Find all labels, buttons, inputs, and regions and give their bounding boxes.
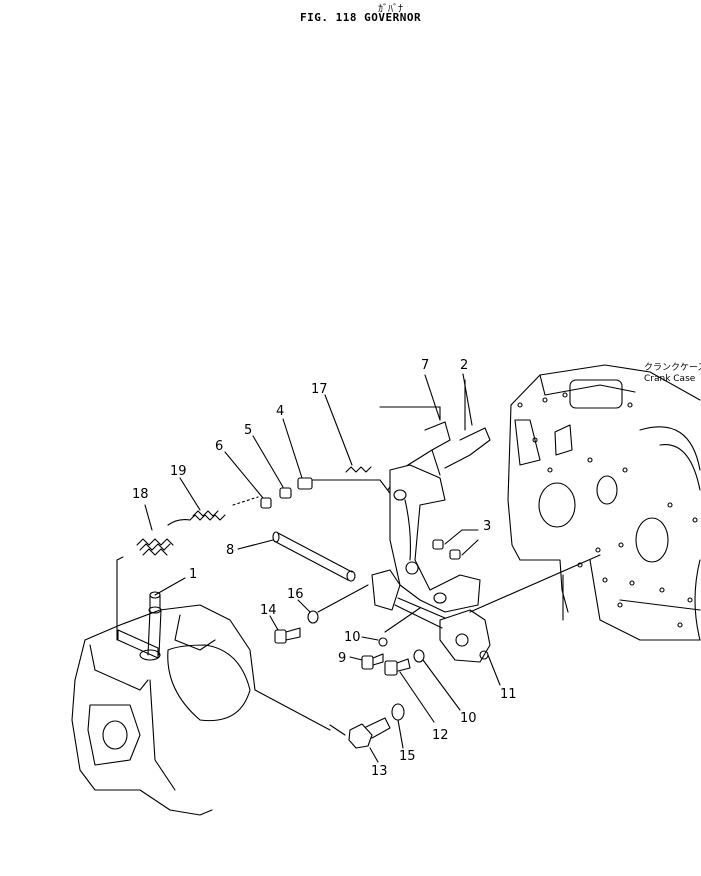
- part-1-lever-shaft: [117, 577, 186, 661]
- part-10-washer-upper: [361, 607, 421, 647]
- part-16-washer: [297, 584, 369, 624]
- part-2-lever: [444, 373, 491, 469]
- part-9-bolt: [349, 653, 384, 670]
- spring-19: [179, 477, 226, 521]
- callout-1: 1: [189, 567, 197, 582]
- figure-title: FIG. 118 GOVERNOR: [300, 11, 422, 24]
- spring-18: [136, 504, 174, 556]
- callout-19: 19: [170, 464, 187, 479]
- part-10-washer-lower: [413, 649, 461, 711]
- callout-18: 18: [132, 487, 149, 502]
- callout-8: 8: [226, 543, 234, 558]
- part-14-bolt: [269, 615, 301, 644]
- part-8-pin: [237, 531, 356, 582]
- part-15-washer: [391, 703, 405, 749]
- dash-line-2: [329, 724, 346, 736]
- part-11-bracket: [371, 554, 601, 686]
- part-6-nut: [224, 451, 272, 509]
- part-3-bolts: [432, 529, 479, 560]
- part-5-nut: [252, 435, 292, 499]
- callout-3: 3: [483, 519, 491, 534]
- crank-case-label-jp: クランクケース: [644, 362, 701, 373]
- callout-14: 14: [260, 603, 277, 618]
- crank-case: [507, 364, 701, 641]
- part-17-spring: [324, 394, 372, 473]
- callout-13: 13: [371, 764, 388, 779]
- callout-4: 4: [276, 404, 284, 419]
- callout-5: 5: [244, 423, 252, 438]
- callout-15: 15: [399, 749, 416, 764]
- callout-7: 7: [421, 358, 429, 373]
- leader-18-link: [116, 556, 124, 641]
- gear-housing: [71, 604, 331, 816]
- callout-10-lower: 10: [460, 711, 477, 726]
- leader-link: [311, 479, 396, 501]
- callout-10-upper: 10: [344, 630, 361, 645]
- callout-16: 16: [287, 587, 304, 602]
- crank-case-label-en: Crank Case: [644, 374, 696, 384]
- spring-link: [167, 519, 191, 526]
- japanese-title: ｶﾞﾊﾞﾅ: [378, 4, 403, 15]
- spring-link-2: [232, 496, 259, 506]
- leader-box: [379, 406, 441, 421]
- callout-2: 2: [460, 358, 468, 373]
- part-4-screw: [282, 418, 313, 490]
- callout-6: 6: [215, 439, 223, 454]
- part-13-bolt: [348, 717, 391, 763]
- callout-9: 9: [338, 651, 346, 666]
- governor-lever-body: [389, 464, 481, 613]
- callout-17: 17: [311, 382, 328, 397]
- callout-11: 11: [500, 687, 517, 702]
- callout-12: 12: [432, 728, 449, 743]
- part-12-bolt: [384, 658, 435, 723]
